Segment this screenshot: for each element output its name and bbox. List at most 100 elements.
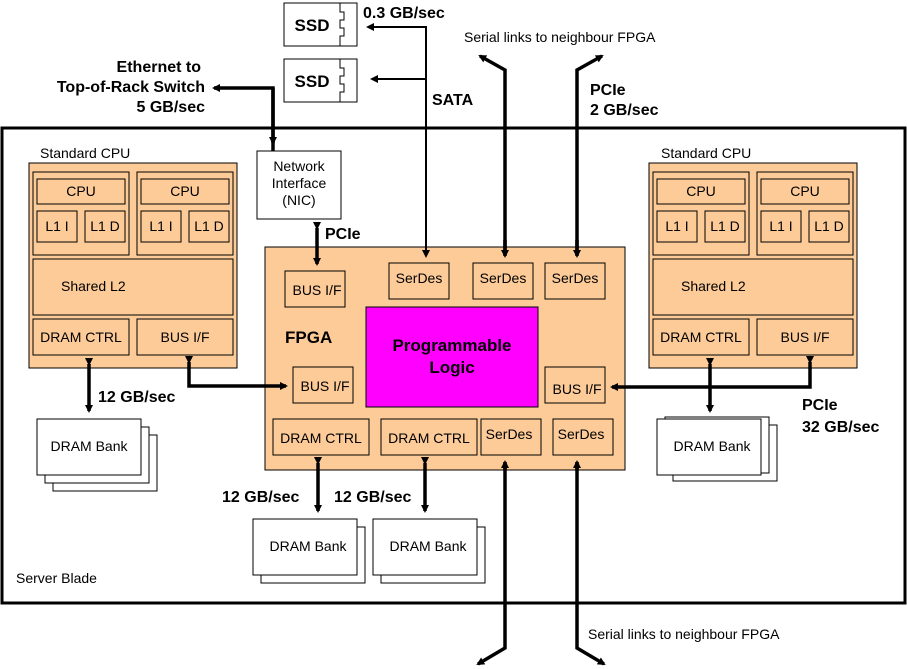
cpu-fpga-pcie-link-left — [185, 356, 288, 390]
l1i-cache — [656, 210, 698, 243]
serdes-bottom-2 — [552, 418, 614, 456]
dram-bank-layer — [252, 518, 358, 576]
ssd-box — [283, 2, 358, 47]
l1i-cache — [140, 210, 182, 243]
serial-link-bottom-2 — [575, 462, 606, 666]
l1d-label: L1 D — [194, 218, 224, 234]
bus-if-label: BUS I/F — [780, 329, 829, 345]
shared-l2-cache — [32, 258, 234, 316]
fpga: FPGA BUS I/F SerDes SerDes SerDes Progra… — [264, 246, 626, 471]
standard-cpu-label: Standard CPU — [40, 145, 130, 161]
dram-bank-label: DRAM Bank — [269, 538, 347, 554]
ethernet-link — [212, 84, 275, 151]
ssd-label: SSD — [295, 16, 330, 35]
fpga-label: FPGA — [285, 328, 332, 347]
ssd-connector-icon — [339, 3, 345, 46]
ssd-label: SSD — [295, 72, 330, 91]
l1d-cache — [188, 210, 230, 243]
pcie-right-label: PCIe — [802, 397, 838, 414]
dram-bank-layer — [656, 418, 762, 476]
l1d-cache — [84, 210, 126, 243]
dram-ctrl — [652, 318, 750, 356]
l1d-label: L1 D — [90, 218, 120, 234]
l1i-cache — [36, 210, 78, 243]
bus-if — [136, 318, 234, 356]
server-blade-label: Server Blade — [16, 570, 97, 586]
serdes-label: SerDes — [558, 426, 605, 442]
cpu-fpga-pcie-link-right — [610, 356, 814, 391]
bus-if — [756, 318, 854, 356]
ssd-connector-icon — [339, 59, 345, 102]
dram-bank-fpga-1: DRAM Bank — [252, 518, 366, 584]
bus-if-label: BUS I/F — [292, 282, 341, 298]
ssd-speed: 0.3 GB/sec — [363, 5, 445, 22]
server-blade-outline — [0, 126, 907, 605]
ethernet-label-line2: Top-of-Rack Switch — [57, 79, 205, 96]
serdes-bottom-1 — [480, 418, 542, 456]
serdes-top-3 — [544, 262, 606, 300]
fpga-dram-speed-1: 12 GB/sec — [222, 489, 299, 506]
serdes-label: SerDes — [396, 270, 443, 286]
shared-l2-label: Shared L2 — [681, 278, 746, 294]
serdes-top-2 — [472, 262, 534, 300]
standard-cpu-label: Standard CPU — [661, 145, 751, 161]
bus-if-label: BUS I/F — [300, 378, 349, 394]
dram-bank-label: DRAM Bank — [673, 438, 751, 454]
ssd-1: SSD — [283, 2, 358, 47]
dram-ctrl-label: DRAM CTRL — [40, 329, 122, 345]
sata-label: SATA — [432, 92, 474, 109]
l1i-cache — [760, 210, 802, 243]
pcie-nic-label: PCIe — [325, 226, 361, 243]
serdes-label: SerDes — [486, 426, 533, 442]
ethernet-label-line1: Ethernet to — [117, 59, 202, 76]
bus-if-label: BUS I/F — [552, 381, 601, 397]
l1i-label: L1 I — [769, 218, 792, 234]
l1d-label: L1 D — [814, 218, 844, 234]
dram-ctrl-label: DRAM CTRL — [280, 430, 362, 446]
pcie-top-label: PCIe — [590, 82, 626, 99]
ethernet-speed: 5 GB/sec — [137, 99, 206, 116]
fpga-bus-if-top — [284, 270, 346, 308]
pcie-link-top — [575, 54, 604, 255]
ssd-box — [283, 58, 358, 103]
nic-label-line1: Network — [273, 158, 325, 174]
sata-link-ssd1 — [366, 23, 427, 255]
serial-link-bottom-1 — [476, 462, 507, 666]
pcie-right-speed: 32 GB/sec — [802, 419, 879, 436]
dram-bank-layer — [36, 418, 142, 476]
dram-bank-label: DRAM Bank — [389, 538, 467, 554]
dram-bank-fpga-2: DRAM Bank — [372, 518, 486, 584]
cpu-core — [140, 178, 230, 205]
bus-if-label: BUS I/F — [160, 329, 209, 345]
nic-box — [256, 150, 342, 220]
standard-cpu-left: Standard CPU CPU L1 I L1 D CPU L1 I L1 D… — [28, 145, 238, 369]
fpga-bus-if-left — [292, 366, 354, 404]
serial-link-top-1 — [478, 54, 507, 255]
dram-ctrl — [32, 318, 130, 356]
l1d-cache — [808, 210, 850, 243]
serdes-label: SerDes — [480, 270, 527, 286]
dram-bank-right: DRAM Bank — [656, 416, 778, 482]
cpu-label: CPU — [66, 183, 96, 199]
pcie-top-speed: 2 GB/sec — [590, 102, 659, 119]
dram-bank-layer — [372, 518, 478, 576]
cpu-core — [760, 178, 850, 205]
l1d-label: L1 D — [710, 218, 740, 234]
cpu-label: CPU — [170, 183, 200, 199]
cpu-label: CPU — [686, 183, 716, 199]
dram-ctrl-label: DRAM CTRL — [388, 430, 470, 446]
l1i-label: L1 I — [665, 218, 688, 234]
cpu-dram-speed: 12 GB/sec — [98, 389, 175, 406]
programmable-logic-label-line1: Programmable — [392, 336, 511, 355]
fpga-dram-ctrl-2 — [380, 418, 478, 456]
cpu-label: CPU — [790, 183, 820, 199]
cpu-core — [36, 178, 126, 205]
serial-links-bottom-label: Serial links to neighbour FPGA — [588, 626, 780, 642]
dram-bank-left: DRAM Bank — [36, 418, 158, 492]
programmable-logic — [365, 306, 539, 408]
nic-label-line2: Interface — [272, 175, 327, 191]
shared-l2-label: Shared L2 — [61, 278, 126, 294]
cpu-core — [656, 178, 746, 205]
programmable-logic-label-line2: Logic — [429, 358, 474, 377]
